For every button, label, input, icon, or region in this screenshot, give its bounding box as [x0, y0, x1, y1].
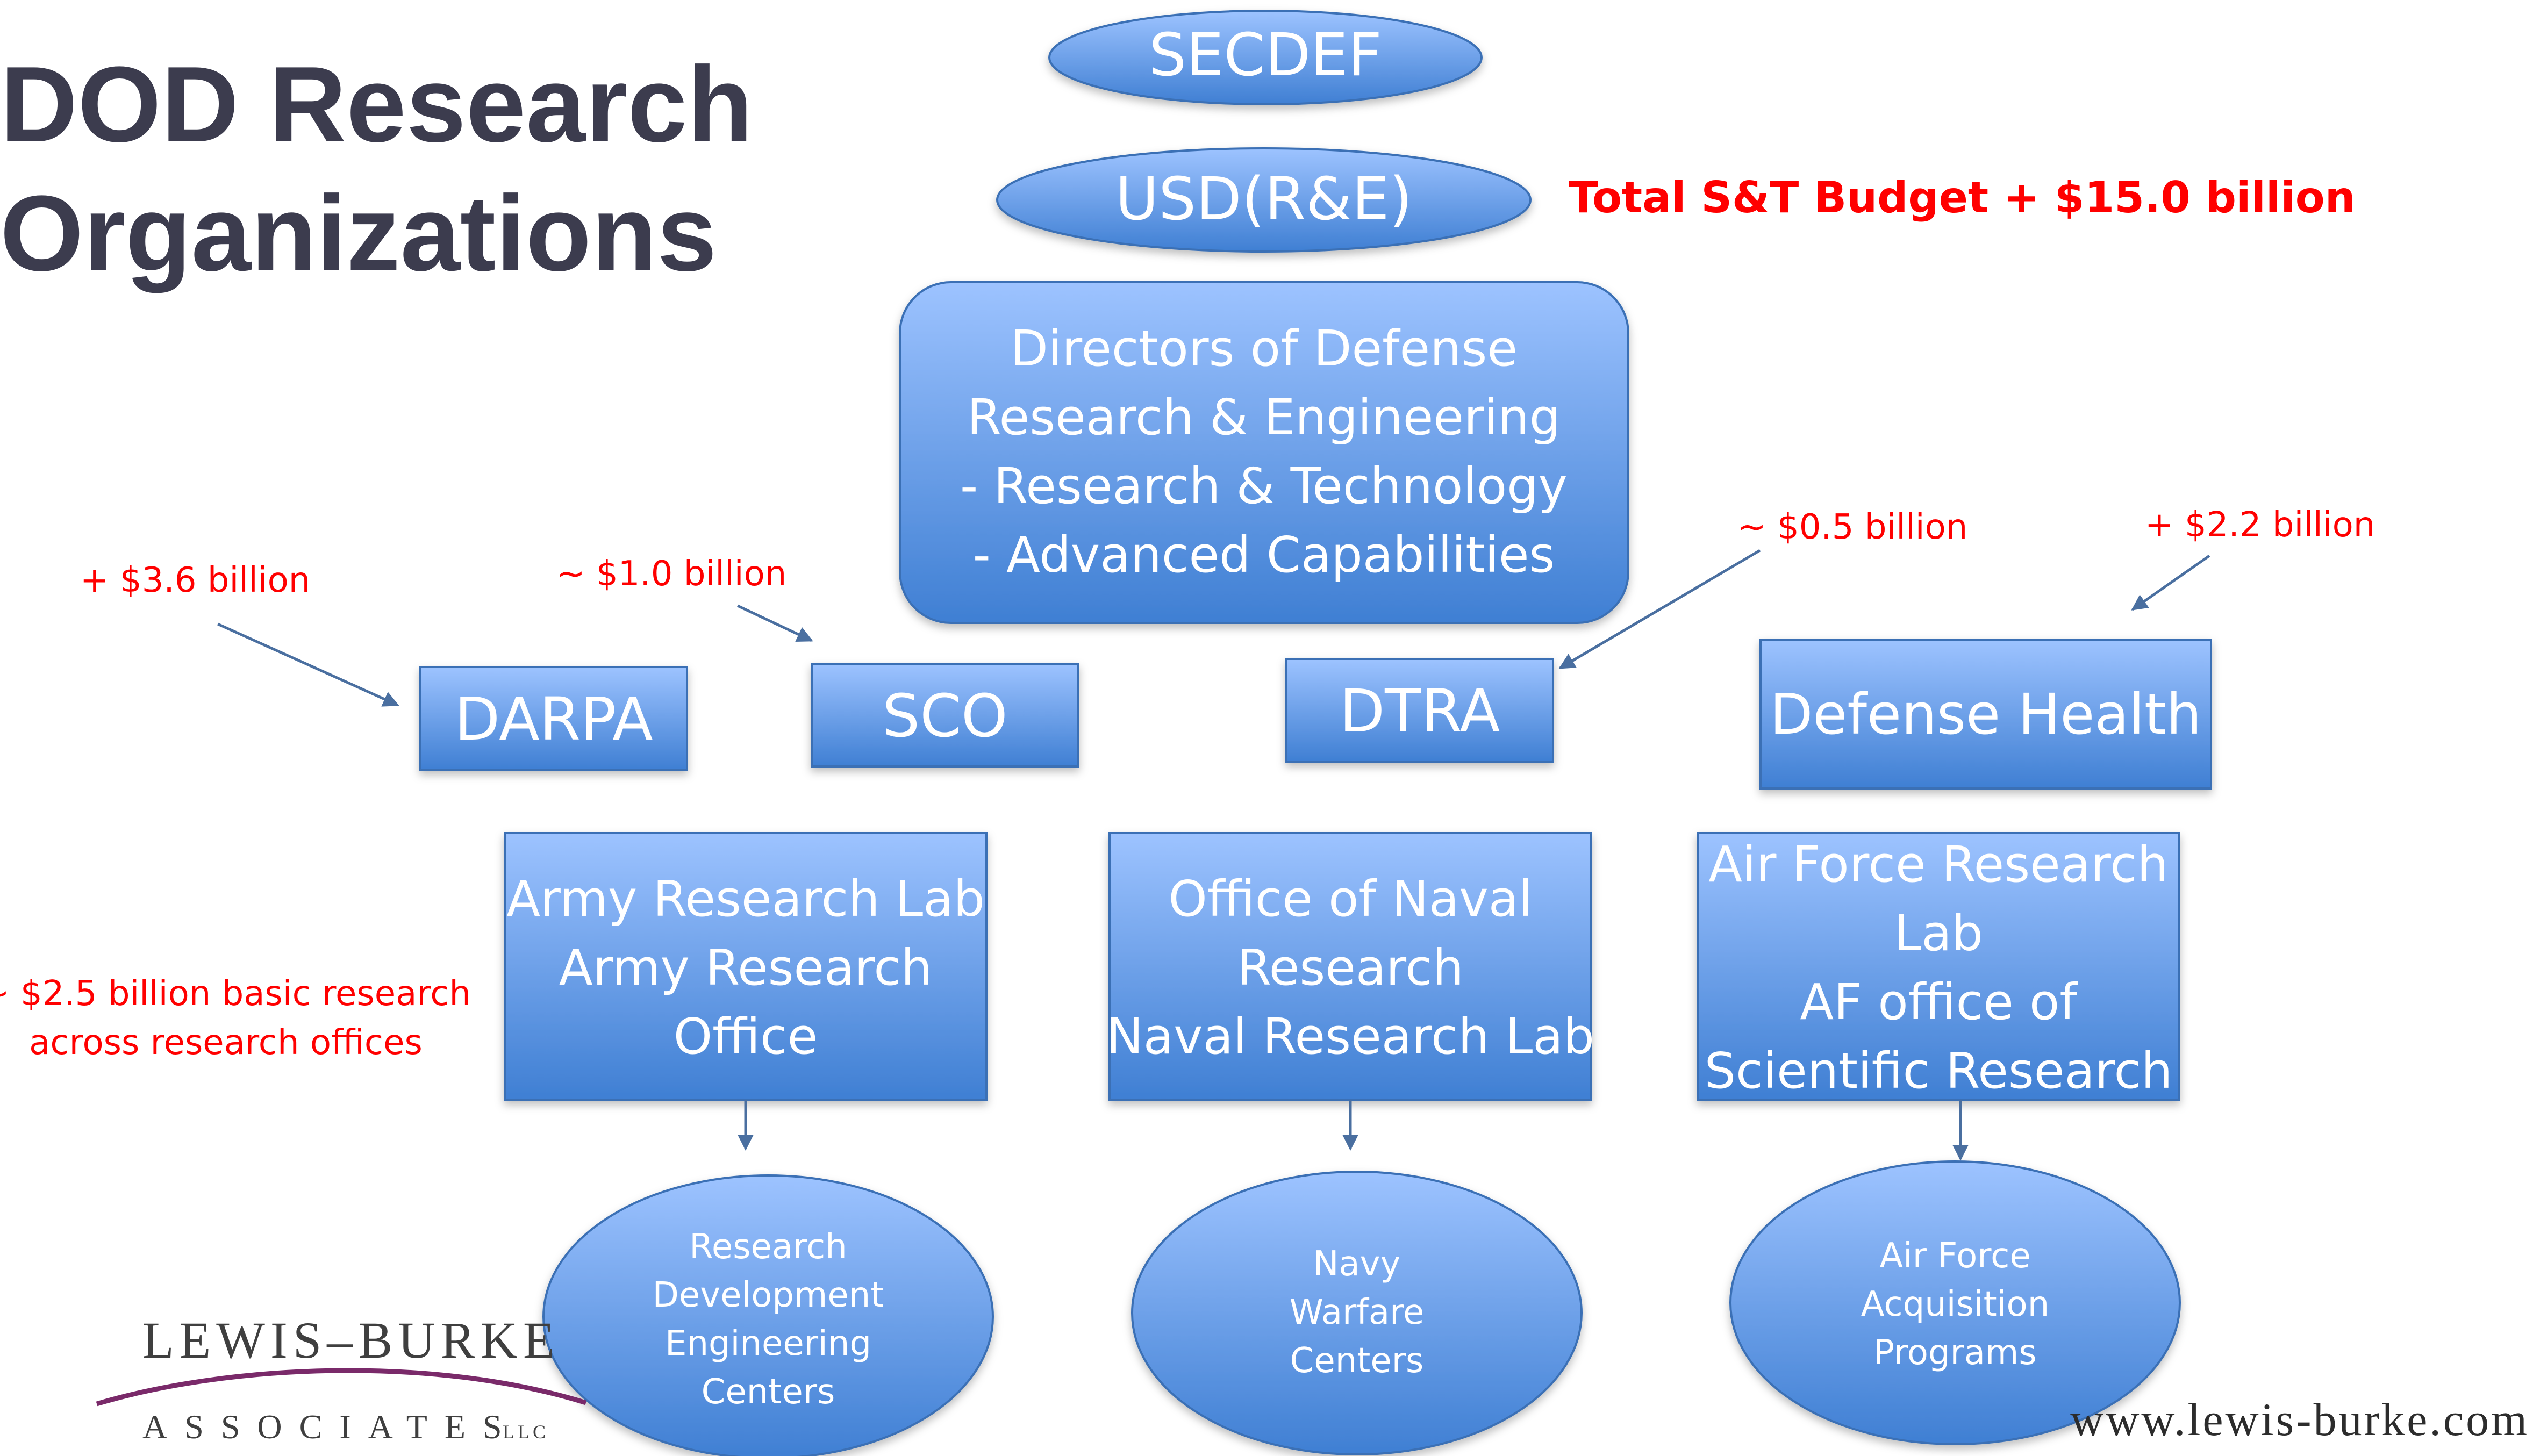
node-af-programs-line-3: Programs — [1873, 1333, 2036, 1373]
dtra-budget-arrow — [1558, 549, 1761, 670]
node-navy-centers-line-2: Warfare — [1290, 1293, 1425, 1332]
logo-name: LEWIS–BURKE — [142, 1311, 560, 1369]
node-af-line-4: Scientific Research — [1705, 1042, 2173, 1100]
logo-swoosh — [96, 1368, 587, 1407]
node-navy-centers-line-1: Navy — [1313, 1244, 1401, 1284]
node-defense-health: Defense Health — [1759, 639, 2212, 790]
node-secdef-label: SECDEF — [1149, 20, 1382, 89]
title-line-2: Organizations — [0, 174, 717, 293]
darpa-budget-arrow — [217, 622, 399, 707]
node-directors-line-4: - Advanced Capabilities — [973, 526, 1555, 584]
node-af-line-2: Lab — [1894, 905, 1983, 962]
sco-budget-annotation: ~ $1.0 billion — [556, 554, 786, 594]
node-darpa-label: DARPA — [455, 685, 653, 754]
website-url: www.lewis-burke.com — [2070, 1394, 2529, 1445]
node-navy-line-3: Naval Research Lab — [1106, 1008, 1594, 1065]
node-air-force-research: Air Force Research Lab AF office of Scie… — [1697, 832, 2180, 1101]
dtra-budget-annotation: ~ $0.5 billion — [1737, 507, 1967, 547]
node-dtra: DTRA — [1285, 658, 1554, 763]
node-army-line-2: Army Research — [559, 939, 932, 996]
node-sco: SCO — [811, 663, 1079, 768]
node-army-centers-line-1: Research — [689, 1227, 847, 1267]
node-army-centers-line-4: Centers — [702, 1372, 835, 1412]
node-navy-centers: Navy Warfare Centers — [1131, 1171, 1583, 1455]
sco-budget-arrow — [736, 604, 813, 642]
node-directors-line-1: Directors of Defense — [1010, 320, 1518, 377]
logo-sub: ASSOCIATES — [142, 1408, 519, 1446]
node-directors: Directors of Defense Research & Engineer… — [899, 281, 1629, 624]
node-af-programs-line-1: Air Force — [1879, 1236, 2030, 1276]
page-title: DOD Research Organizations — [0, 40, 860, 298]
node-darpa: DARPA — [419, 666, 688, 771]
node-army-centers-line-2: Development — [653, 1275, 884, 1315]
darpa-budget-annotation: + $3.6 billion — [80, 561, 310, 600]
node-usd-re: USD(R&E) — [996, 147, 1532, 253]
node-navy-line-1: Office of Naval — [1168, 870, 1532, 928]
node-army-centers: Research Development Engineering Centers — [542, 1174, 994, 1456]
defense-health-budget-annotation: + $2.2 billion — [2145, 505, 2375, 545]
node-army-centers-line-3: Engineering — [665, 1324, 871, 1364]
node-defense-health-label: Defense Health — [1770, 682, 2201, 747]
basic-research-annotation-line-1: ~ $2.5 billion basic research — [0, 974, 471, 1014]
node-directors-line-3: - Research & Technology — [960, 457, 1568, 515]
node-navy-centers-line-3: Centers — [1290, 1341, 1424, 1381]
node-dtra-label: DTRA — [1339, 677, 1500, 745]
node-af-line-3: AF office of — [1800, 973, 2078, 1031]
node-army-research: Army Research Lab Army Research Office — [504, 832, 988, 1101]
node-sco-label: SCO — [882, 682, 1007, 750]
node-usd-re-label: USD(R&E) — [1115, 164, 1413, 233]
node-army-line-3: Office — [674, 1008, 818, 1065]
logo-llc: LLC — [503, 1421, 549, 1443]
total-budget-annotation: Total S&T Budget + $15.0 billion — [1569, 173, 2356, 223]
node-army-line-1: Army Research Lab — [506, 870, 985, 928]
node-af-line-1: Air Force Research — [1708, 836, 2169, 893]
node-directors-line-2: Research & Engineering — [967, 389, 1561, 446]
defense-health-budget-arrow — [2131, 554, 2210, 611]
basic-research-annotation-line-2: across research offices — [29, 1023, 423, 1063]
node-secdef: SECDEF — [1048, 10, 1483, 105]
node-af-programs: Air Force Acquisition Programs — [1729, 1160, 2181, 1445]
title-line-1: DOD Research — [0, 45, 753, 164]
node-af-programs-line-2: Acquisition — [1861, 1285, 2050, 1324]
lewis-burke-logo: LEWIS–BURKE ASSOCIATES LLC — [96, 1311, 587, 1446]
node-navy-line-2: Research — [1237, 939, 1464, 996]
node-naval-research: Office of Naval Research Naval Research … — [1106, 832, 1594, 1101]
